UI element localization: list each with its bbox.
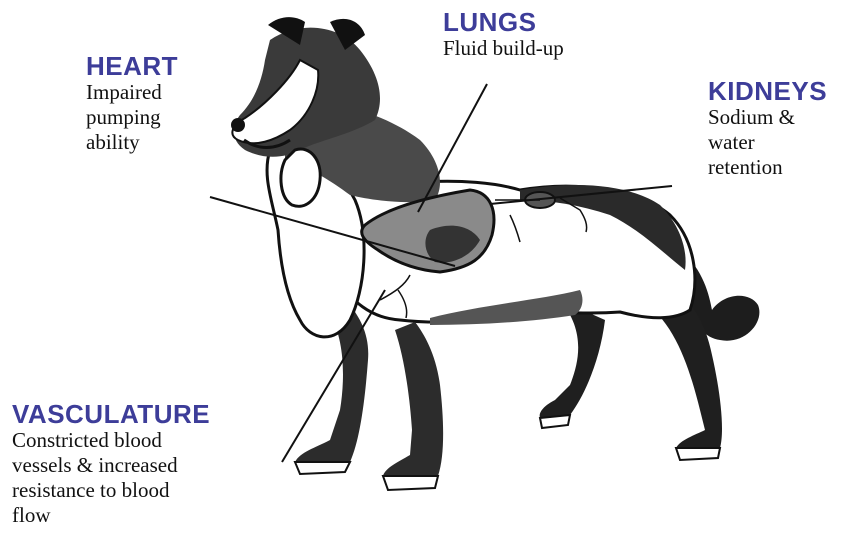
- heart-description: Impaired pumping ability: [86, 80, 178, 155]
- dog-eye: [295, 81, 305, 89]
- lungs-title: LUNGS: [443, 8, 564, 36]
- dog-nose: [231, 118, 245, 132]
- vasculature-description: Constricted blood vessels & increased re…: [12, 428, 210, 528]
- kidneys-label: KIDNEYS Sodium & water retention: [708, 77, 827, 180]
- vasculature-title: VASCULATURE: [12, 400, 210, 428]
- lungs-description: Fluid build-up: [443, 36, 564, 61]
- vasculature-description-line: Constricted blood: [12, 428, 210, 453]
- kidneys-title: KIDNEYS: [708, 77, 827, 105]
- lungs-label: LUNGS Fluid build-up: [443, 8, 564, 61]
- heart-label: HEART Impaired pumping ability: [86, 52, 178, 155]
- heart-organ: [281, 149, 320, 206]
- kidneys-description: Sodium & water retention: [708, 105, 827, 180]
- vasculature-description-line: resistance to blood: [12, 478, 210, 503]
- heart-description-line: pumping: [86, 105, 178, 130]
- vasculature-description-line: flow: [12, 503, 210, 528]
- heart-title: HEART: [86, 52, 178, 80]
- lungs-description-line: Fluid build-up: [443, 36, 564, 61]
- dog-front-leg-right: [383, 322, 443, 476]
- heart-description-line: Impaired: [86, 80, 178, 105]
- kidneys-description-line: Sodium &: [708, 105, 827, 130]
- vasculature-description-line: vessels & increased: [12, 453, 210, 478]
- vasculature-label: VASCULATURE Constricted blood vessels & …: [12, 400, 210, 528]
- kidneys-description-line: retention: [708, 155, 827, 180]
- heart-description-line: ability: [86, 130, 178, 155]
- kidneys-description-line: water: [708, 130, 827, 155]
